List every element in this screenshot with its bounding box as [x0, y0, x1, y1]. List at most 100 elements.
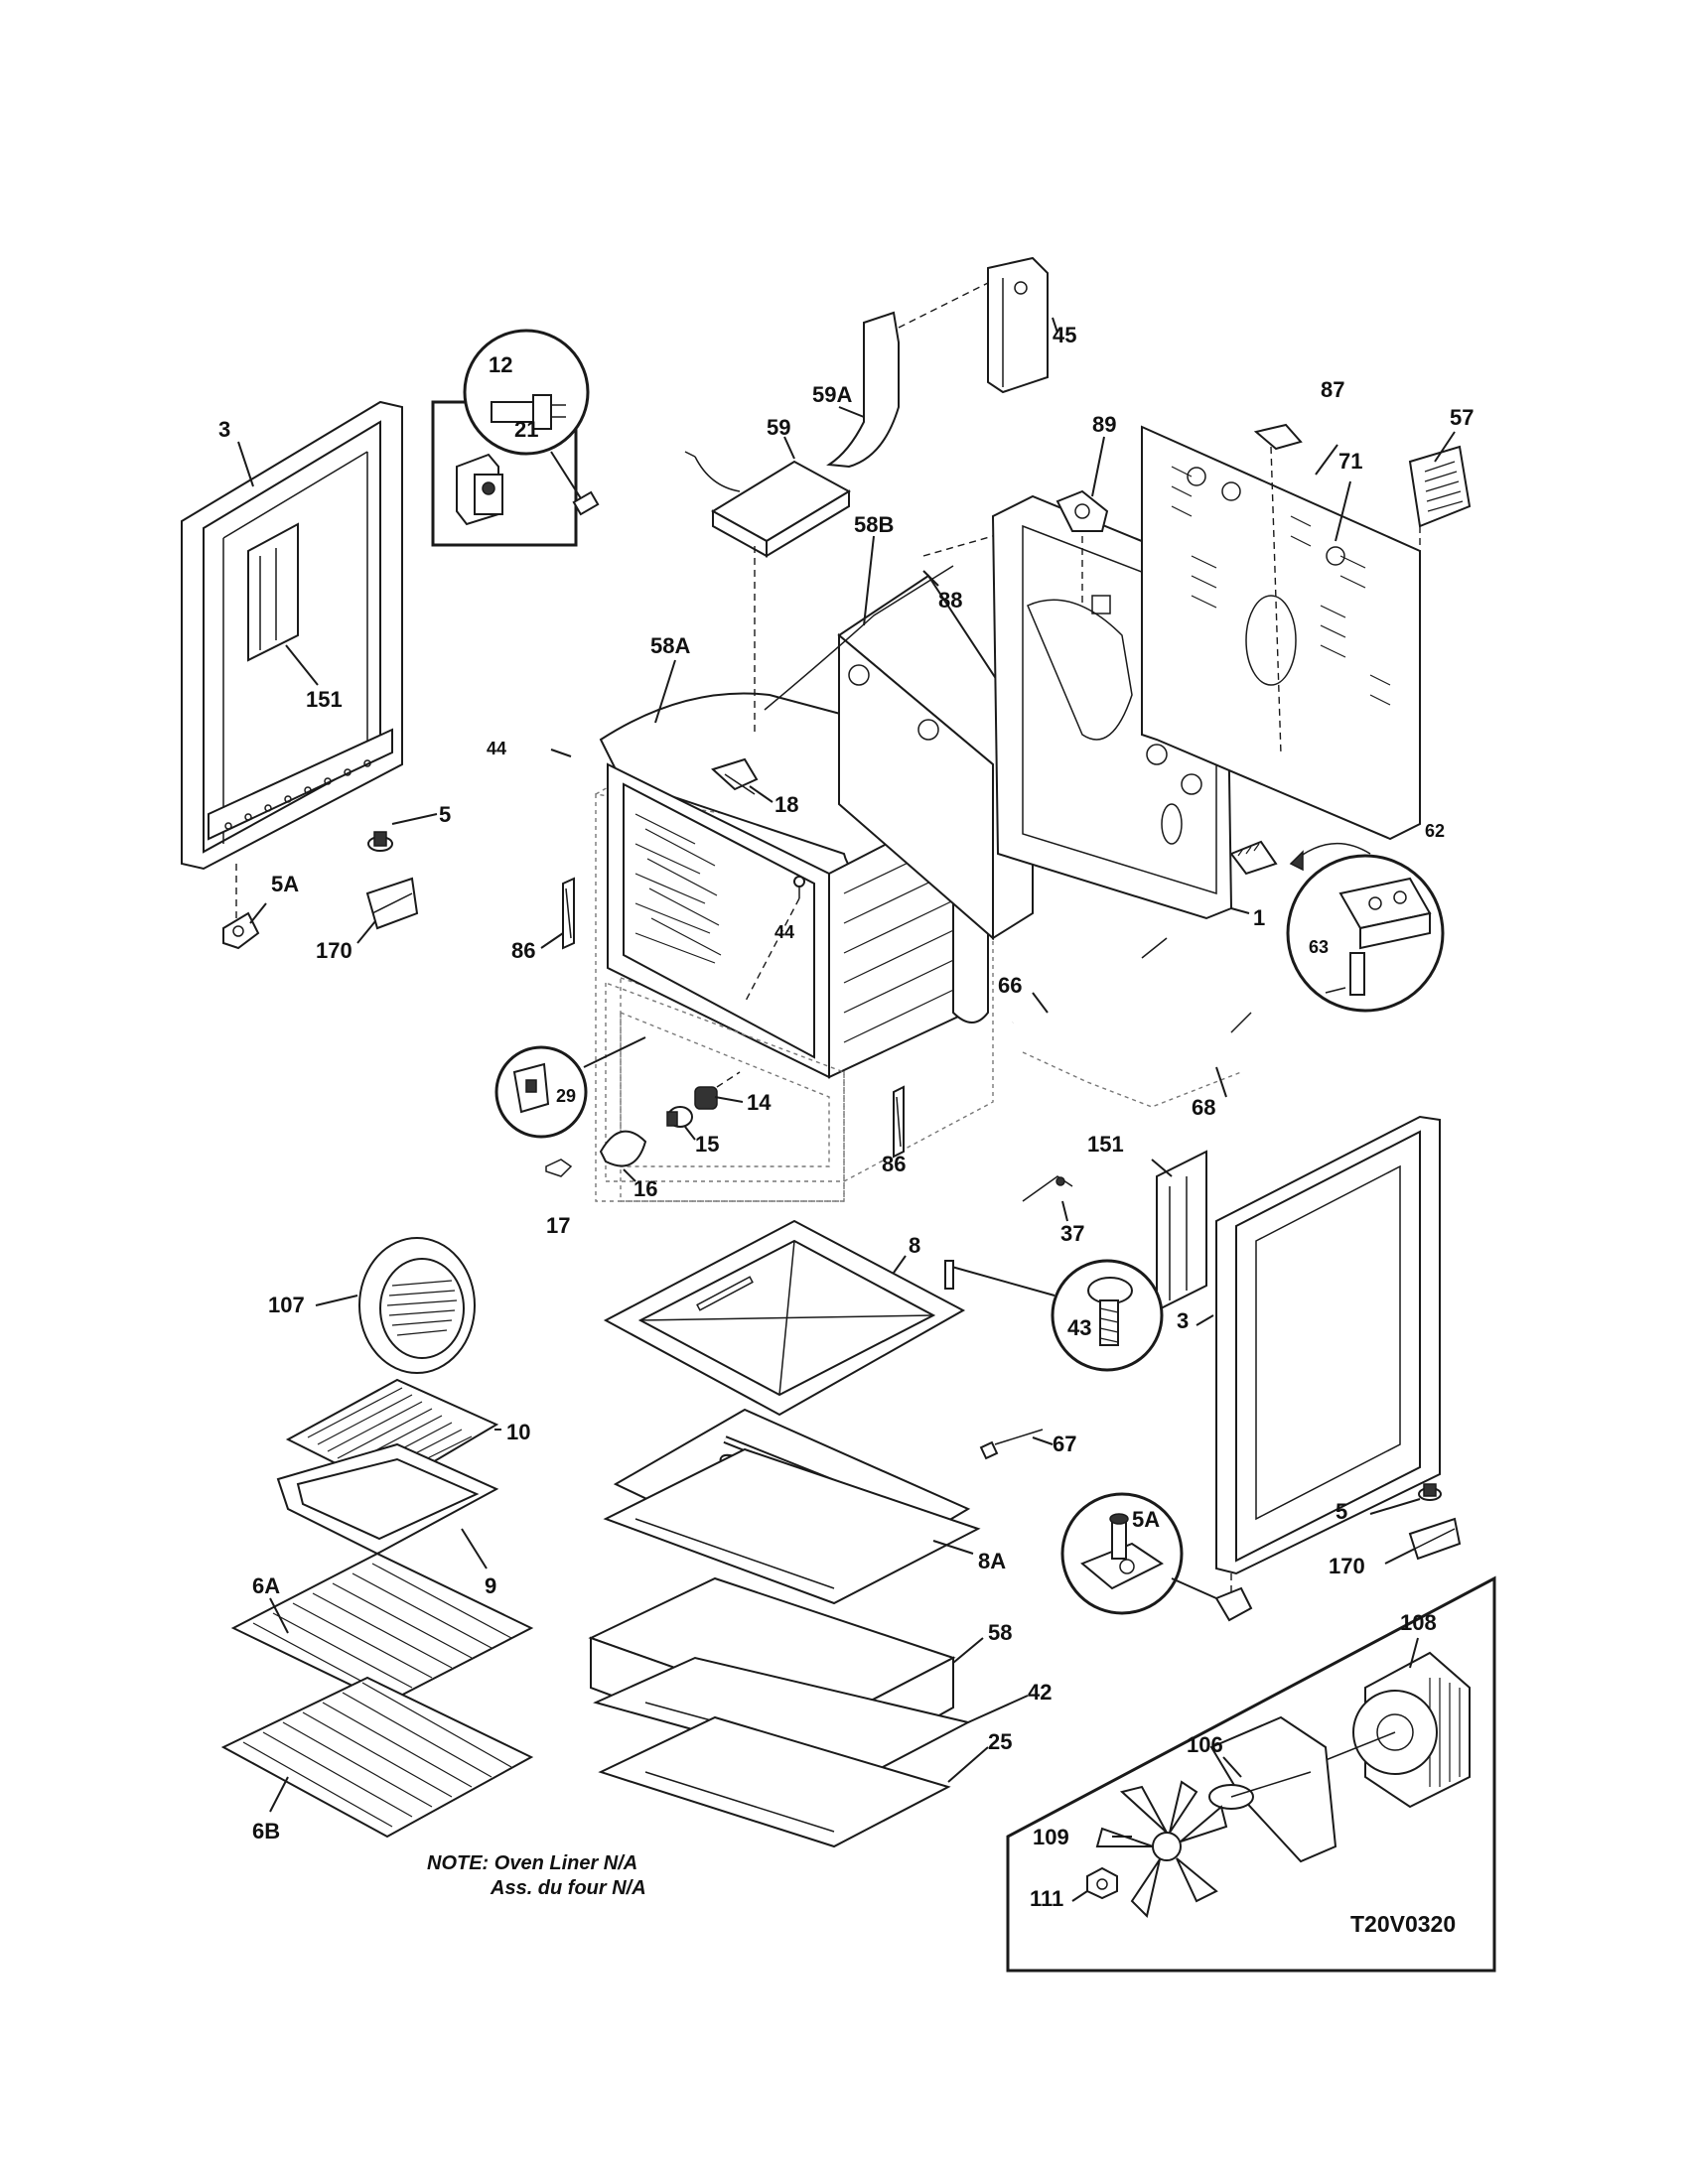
upper-parts [684, 256, 1049, 941]
leader-58a [654, 659, 676, 724]
leader-88 [922, 570, 939, 587]
inset-12 [463, 329, 600, 516]
callout-6a: 6A [252, 1573, 280, 1598]
leader-107 [315, 1295, 358, 1306]
callout-21: 21 [514, 417, 538, 442]
leader-6a [269, 1597, 289, 1634]
callout-170-left: 170 [316, 938, 352, 963]
callout-59a: 59A [812, 382, 852, 407]
callout-57: 57 [1450, 405, 1474, 430]
callout-170-right: 170 [1329, 1554, 1365, 1578]
leader-66 [1032, 992, 1049, 1014]
broiler-pan-9 [276, 1442, 499, 1556]
callout-5a-right: 5A [1132, 1507, 1160, 1532]
callout-8: 8 [909, 1233, 920, 1258]
leader-151-right [1151, 1159, 1173, 1177]
note-line-2: Ass. du four N/A [490, 1877, 646, 1899]
callout-86-left: 86 [511, 938, 535, 963]
leader-14 [714, 1096, 744, 1103]
leader-44-left [550, 749, 572, 757]
callout-67: 67 [1053, 1432, 1076, 1456]
callout-6b: 6B [252, 1819, 280, 1843]
oven-rack-6a [230, 1552, 534, 1705]
leader-5-left [391, 813, 438, 825]
callout-45: 45 [1053, 323, 1076, 347]
callout-59: 59 [767, 415, 790, 440]
leader-151 [285, 644, 319, 686]
hinge-receptacle-right [893, 1085, 905, 1159]
callout-88: 88 [938, 588, 962, 613]
callout-1: 1 [1253, 905, 1265, 930]
callout-87: 87 [1321, 377, 1344, 402]
callout-3-right: 3 [1177, 1308, 1189, 1333]
leader-3-right [1196, 1314, 1214, 1326]
leader-8 [893, 1255, 907, 1274]
inset-29 [494, 1036, 646, 1139]
callout-5a-left: 5A [271, 872, 299, 896]
callout-58a: 58A [650, 633, 690, 658]
leader-108 [1409, 1637, 1419, 1669]
leader-3 [237, 441, 254, 487]
leader-170-right [1384, 1548, 1416, 1565]
callout-18: 18 [774, 792, 798, 817]
callout-151-right: 151 [1087, 1132, 1124, 1157]
leader-59 [783, 436, 795, 460]
leader-37 [1061, 1200, 1068, 1222]
leader-68 [1215, 1066, 1227, 1098]
leader-57 [1434, 431, 1456, 463]
diagram-code: T20V0320 [1350, 1911, 1456, 1937]
leader-5a-left [249, 902, 267, 924]
leader-15 [684, 1126, 696, 1141]
leader-5-right [1369, 1498, 1421, 1515]
oven-rack-6b [220, 1676, 534, 1839]
guide-44 [744, 897, 800, 1004]
leader-1 [1230, 907, 1250, 914]
callout-5-right: 5 [1336, 1499, 1347, 1524]
leveling-leg-left [222, 831, 419, 950]
callout-107: 107 [268, 1293, 305, 1317]
callout-68: 68 [1192, 1095, 1215, 1120]
callout-44-left: 44 [487, 739, 506, 758]
callout-9: 9 [485, 1573, 496, 1598]
callout-3-left-door: 3 [218, 417, 230, 442]
part-18 [711, 757, 759, 795]
callout-14: 14 [747, 1090, 772, 1115]
leader-111 [1071, 1890, 1088, 1902]
leader-45 [1052, 317, 1058, 334]
callout-12: 12 [489, 352, 512, 377]
leader-42 [967, 1695, 1029, 1723]
callout-58b: 58B [854, 512, 894, 537]
callout-111: 111 [1030, 1886, 1063, 1911]
callout-44-mid: 44 [774, 922, 794, 942]
callout-108: 108 [1400, 1610, 1437, 1635]
callout-106: 106 [1187, 1732, 1223, 1757]
broiler-cover-107 [358, 1237, 476, 1374]
callout-71: 71 [1338, 449, 1362, 474]
callout-10: 10 [506, 1420, 530, 1444]
leader-25 [947, 1746, 989, 1783]
callout-58: 58 [988, 1620, 1012, 1645]
callout-37: 37 [1060, 1221, 1084, 1246]
callout-62: 62 [1425, 821, 1445, 841]
leader-87 [1315, 444, 1338, 476]
bake-element-66 [1012, 937, 1252, 1108]
callout-86-right: 86 [882, 1152, 906, 1176]
callout-63: 63 [1309, 937, 1329, 957]
callout-16: 16 [633, 1176, 657, 1201]
leader-58b [863, 535, 875, 626]
callout-66: 66 [998, 973, 1022, 998]
leader-106 [1222, 1756, 1242, 1778]
callout-5-left: 5 [439, 802, 451, 827]
left-side-panel [181, 400, 403, 871]
leader-16 [623, 1168, 636, 1182]
light-assembly [545, 1071, 741, 1177]
callout-17: 17 [546, 1213, 570, 1238]
callout-89: 89 [1092, 412, 1116, 437]
screw-44-mid [793, 876, 805, 898]
leader-86-left [540, 932, 564, 949]
leader-59a [838, 406, 865, 418]
leader-58 [952, 1637, 984, 1664]
leader-9 [461, 1528, 488, 1570]
inset-62-63 [1286, 842, 1445, 1013]
